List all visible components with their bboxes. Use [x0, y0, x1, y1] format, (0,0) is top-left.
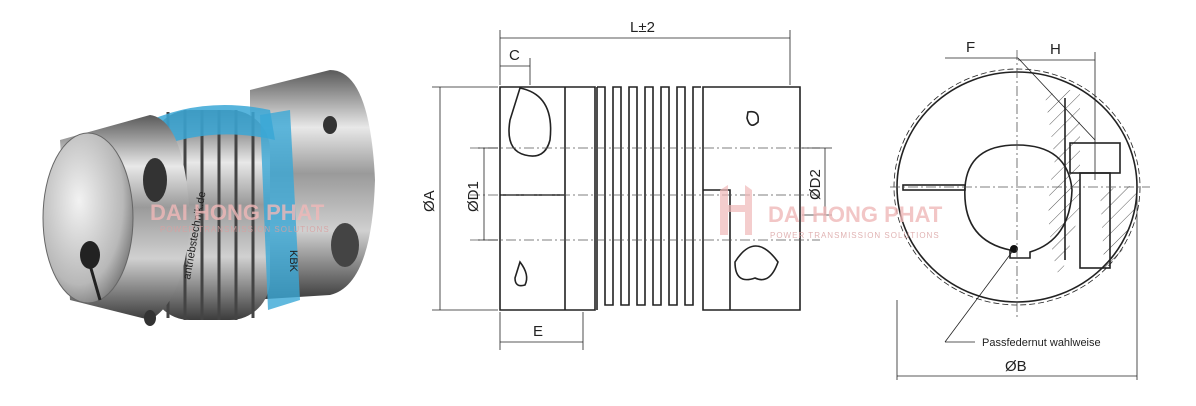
- dim-diameter-b: ØB: [1005, 358, 1027, 375]
- dim-e: E: [533, 323, 543, 340]
- coupling-photo: antriebstechnik.de KBK: [42, 70, 375, 326]
- keyway-note: Passfedernut wahlweise: [982, 337, 1101, 349]
- svg-text:KBK: KBK: [287, 250, 299, 273]
- photo-left-hub: [42, 115, 190, 326]
- dim-length: L±2: [630, 19, 655, 36]
- dim-outer-diameter: ØA: [421, 190, 438, 212]
- dim-h: H: [1050, 41, 1061, 58]
- keyway-dot: [1010, 245, 1018, 253]
- watermark-logo: DAI HONG PHAT POWER TRANSMISSION SOLUTIO…: [150, 185, 943, 240]
- dim-c: C: [509, 47, 520, 64]
- bore-icon: [80, 241, 100, 269]
- dim-bore-2: ØD2: [807, 169, 824, 200]
- svg-text:DAI HONG PHAT: DAI HONG PHAT: [768, 202, 943, 227]
- dim-bore-1: ØD1: [465, 181, 482, 212]
- svg-text:POWER TRANSMISSION SOLUTIONS: POWER TRANSMISSION SOLUTIONS: [770, 231, 940, 240]
- end-view-drawing: F H ØB Passfedernut wahlweise: [890, 39, 1150, 380]
- dim-f: F: [966, 39, 975, 56]
- svg-text:DAI HONG PHAT: DAI HONG PHAT: [150, 200, 325, 225]
- side-view-drawing: L±2 C E ØA ØD1 ØD2: [421, 19, 832, 350]
- svg-text:POWER TRANSMISSION SOLUTIONS: POWER TRANSMISSION SOLUTIONS: [160, 225, 330, 234]
